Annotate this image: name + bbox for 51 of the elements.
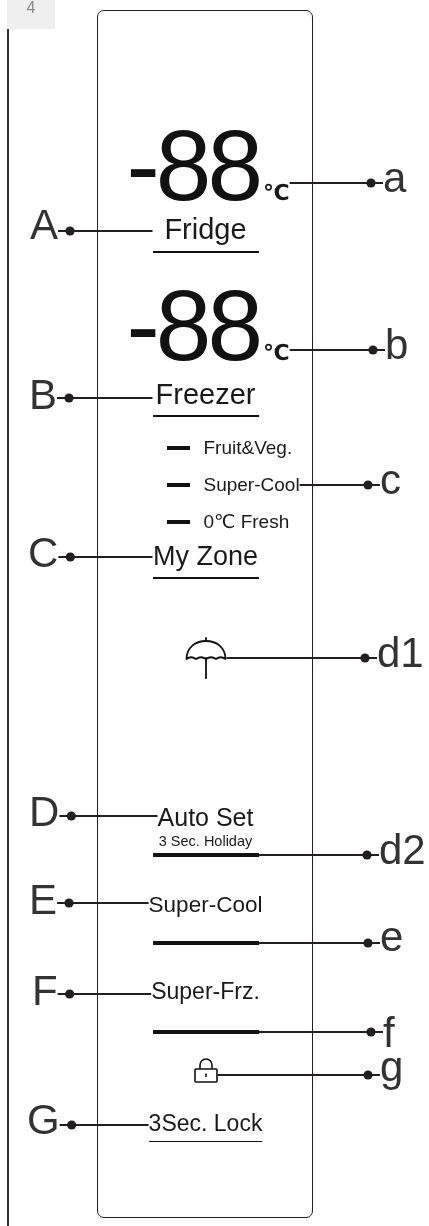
padlock-icon bbox=[193, 1056, 218, 1083]
mode-label: Super-Cool bbox=[203, 473, 300, 496]
key-label: Fridge bbox=[152, 212, 259, 254]
celsius-symbol: ℃ bbox=[263, 341, 290, 364]
callout-letter: C bbox=[28, 529, 59, 578]
mode-label: Fruit&Veg. bbox=[203, 437, 293, 459]
callout-letter: B bbox=[29, 371, 57, 420]
hint-text: 3 Sec. Holiday bbox=[158, 833, 253, 850]
indicator-bar bbox=[152, 852, 259, 857]
leader-line bbox=[288, 345, 386, 355]
leader-line bbox=[257, 938, 381, 948]
leader-line bbox=[298, 480, 381, 490]
leader-line bbox=[257, 850, 380, 860]
callout-letter: d2 bbox=[379, 826, 426, 875]
leader-line bbox=[56, 393, 154, 403]
key-label: 3Sec. Lock bbox=[148, 1110, 263, 1142]
callout-letter: e bbox=[380, 913, 404, 962]
leader-line bbox=[58, 811, 159, 821]
mode-label: 0℃ Fresh bbox=[203, 510, 290, 533]
leader-line bbox=[57, 552, 154, 562]
indicator-bar bbox=[152, 940, 259, 945]
callout-letter: A bbox=[30, 201, 58, 250]
callout-letter: f bbox=[383, 1009, 395, 1058]
leader-line bbox=[56, 989, 153, 999]
key-label: Super-Frz. bbox=[151, 978, 260, 1005]
temperature-digits: -88 bbox=[126, 124, 260, 205]
callout-letter: G bbox=[27, 1096, 60, 1145]
leader-line bbox=[257, 1027, 384, 1037]
leader-line bbox=[288, 178, 384, 188]
callout-letter: d1 bbox=[377, 629, 424, 678]
leader-line bbox=[225, 653, 378, 663]
umbrella-icon bbox=[184, 636, 227, 679]
key-label: Freezer bbox=[152, 377, 259, 418]
page-number: 4 bbox=[7, 0, 55, 29]
celsius-symbol: ℃ bbox=[263, 181, 290, 204]
key-label: Super-Cool bbox=[148, 891, 263, 918]
leader-line bbox=[216, 1070, 381, 1080]
key-label: My Zone bbox=[152, 540, 259, 580]
callout-letter: F bbox=[32, 967, 58, 1016]
leader-line bbox=[56, 898, 150, 908]
callout-letter: E bbox=[29, 876, 57, 925]
control-panel bbox=[97, 10, 313, 1218]
callout-letter: D bbox=[29, 788, 60, 837]
callout-letter: c bbox=[380, 456, 401, 505]
leader-line bbox=[58, 1120, 150, 1130]
callout-letter: a bbox=[383, 154, 407, 203]
temperature-digits: -88 bbox=[126, 284, 260, 365]
leader-line bbox=[57, 226, 154, 236]
key-label: Auto Set bbox=[157, 803, 254, 833]
indicator-bar bbox=[152, 1029, 259, 1034]
callout-letter: b bbox=[385, 321, 409, 370]
